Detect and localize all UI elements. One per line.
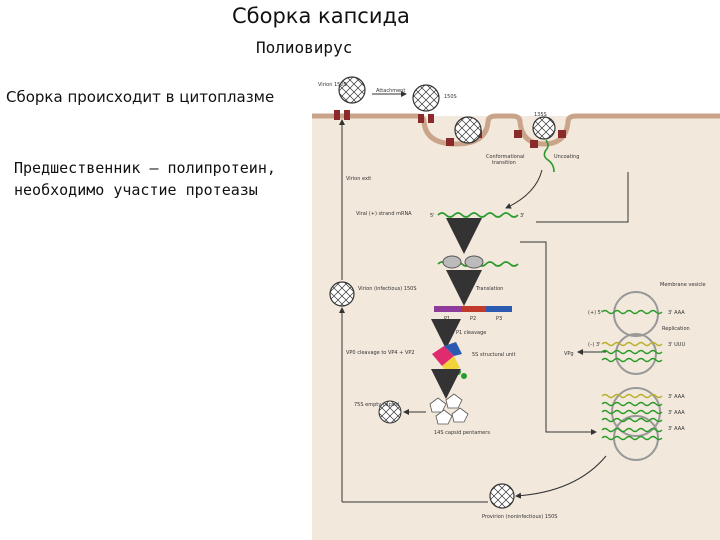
replication-rna-strands — [601, 309, 663, 441]
label-capsid-pentamers: 14S capsid pentamers — [434, 430, 490, 436]
label-uncoating: Uncoating — [554, 154, 579, 160]
label-viral-mrna: Viral (+) strand mRNA — [356, 211, 412, 217]
label-uuu: 3' UUU — [668, 342, 685, 348]
label-provirion: Provirion (noninfectious) 150S — [482, 514, 557, 520]
released-rna — [543, 139, 555, 173]
label-structural-unit: 5S structural unit — [472, 352, 515, 358]
provirion-icon — [489, 483, 515, 509]
empty-capsid-icon — [378, 400, 402, 424]
precursor-note-line1: Предшественник – полипротеин, — [14, 159, 276, 177]
label-translation: Translation — [475, 286, 503, 292]
precursor-note: Предшественник – полипротеин, необходимо… — [14, 157, 314, 201]
slide-subtitle: Полиовирус — [256, 38, 353, 57]
label-aaa: 3' AAA — [668, 394, 685, 400]
label-virion-150s: Virion 150S — [318, 82, 347, 88]
assembly-location-note: Сборка происходит в цитоплазме — [6, 88, 275, 106]
virion-icon — [454, 116, 482, 144]
label-three-prime: 3' — [520, 213, 525, 219]
label-p1-cleavage: P1 cleavage — [456, 330, 486, 336]
viral-mrna-strand — [437, 212, 519, 218]
virion-icon — [338, 76, 366, 104]
label-conformational: Conformational — [486, 154, 524, 160]
uncoating-arrow — [505, 169, 543, 209]
slide-title: Сборка капсида — [232, 4, 410, 28]
polyprotein-p1 — [434, 306, 462, 312]
label-virion-exit: Virion exit — [346, 176, 371, 182]
label-vpg: VPg — [564, 351, 574, 357]
poliovirus-lifecycle-diagram: Virion 150S Attachment 150S 135S Conform… — [312, 76, 720, 540]
cell-cytoplasm — [312, 116, 720, 540]
label-replication: Replication — [662, 326, 690, 332]
label-aaa: 3' AAA — [668, 426, 685, 432]
ribosome-icon — [464, 255, 484, 269]
mrna-to-replication-line — [520, 241, 597, 435]
capsid-pentamers-icon — [429, 393, 469, 425]
polyprotein-p2 — [462, 306, 486, 312]
label-virion-infectious: Virion (infectious) 150S — [358, 286, 417, 292]
label-plus-strand: (+) 5' — [588, 310, 602, 316]
label-p1: P1 — [444, 316, 450, 322]
label-135s: 135S — [534, 112, 547, 118]
label-p2: P2 — [470, 316, 476, 322]
label-empty-capsid: 75S empty capsid — [354, 402, 399, 408]
label-p3: P3 — [496, 316, 502, 322]
membrane-vesicle — [611, 291, 661, 461]
virion-icon — [412, 84, 440, 112]
label-aaa: 3' AAA — [668, 410, 685, 416]
label-150s: 150S — [444, 94, 457, 100]
ribosome-icon — [442, 255, 462, 269]
infectious-virion-icon — [329, 281, 355, 307]
label-aaa: 3' AAA — [668, 310, 685, 316]
replication-feedback-arrow — [536, 172, 629, 223]
label-minus-strand: (–) 3' — [588, 342, 601, 348]
label-five-prime: 5' — [430, 213, 435, 219]
label-attachment: Attachment — [376, 88, 405, 94]
polyprotein-p3 — [486, 306, 512, 312]
label-membrane-vesicle: Membrane vesicle — [660, 282, 706, 288]
precursor-note-line2: необходимо участие протеазы — [14, 181, 258, 199]
label-vp0-cleavage: VP0 cleavage to VP4 + VP2 — [346, 350, 415, 356]
rna-to-provirion-arrow — [515, 455, 607, 499]
label-transition: transition — [492, 160, 516, 166]
virion-icon — [532, 116, 556, 140]
